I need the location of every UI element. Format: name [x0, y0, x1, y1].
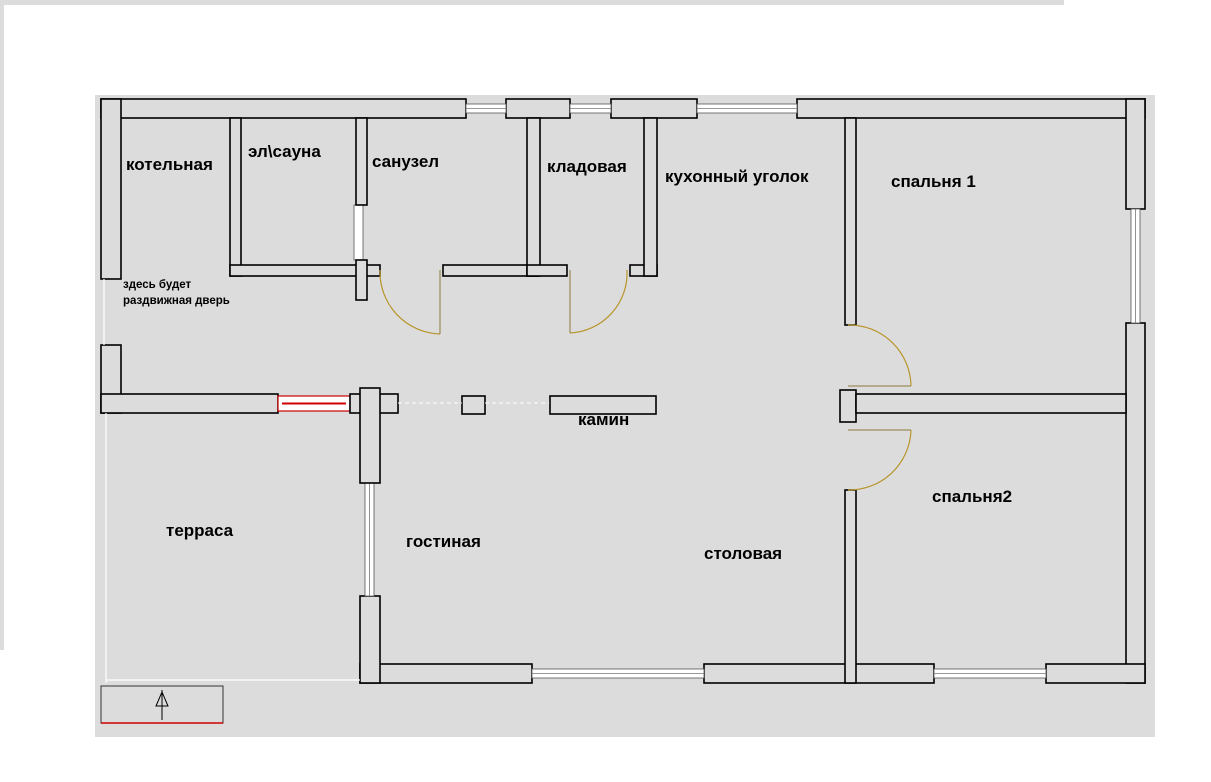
room-label-dining-room: столовая	[704, 544, 783, 563]
wall-living-left-lower	[359, 595, 381, 684]
wall-boiler-sauna	[229, 117, 242, 277]
sliding-door-note-line2: раздвижная дверь	[123, 295, 230, 307]
wall-terrace-living-post	[359, 387, 381, 484]
sliding-door-note-line1: здесь будет	[123, 279, 192, 291]
room-label-bathroom: санузел	[372, 152, 440, 171]
wall-sauna-bath-bottom	[355, 259, 368, 301]
wall-bath-pantry	[526, 117, 541, 277]
windows	[353, 103, 1141, 679]
terrace-outline	[100, 279, 360, 724]
room-label-terrace: терраса	[166, 521, 234, 540]
room-label-kitchen-corner: кухонный уголок	[665, 167, 809, 186]
room-label-pantry: кладовая	[547, 157, 627, 176]
room-label-boiler-room: котельная	[126, 155, 213, 174]
wall-bedrooms-divider	[855, 393, 1127, 414]
interior-walls-middle	[100, 387, 1127, 684]
wall-bottom-right	[1045, 663, 1146, 684]
wall-top-left	[100, 98, 467, 119]
interior-walls-upper	[229, 117, 857, 326]
wall-bedroom2-left	[844, 489, 857, 684]
door-bedroom2-swing	[847, 429, 912, 491]
door-bathroom-swing	[379, 269, 441, 335]
wall-sauna-bath-top	[355, 117, 368, 206]
entrance-arrow-icon	[155, 690, 169, 707]
wall-right-lower	[1125, 322, 1146, 684]
wall-left-upper	[100, 98, 122, 280]
wall-pantry-bottom-left	[526, 264, 568, 277]
wall-top-right	[796, 98, 1146, 119]
column-post	[461, 395, 486, 415]
left-border-line	[0, 0, 4, 650]
room-label-fireplace: камин	[578, 410, 630, 429]
plan-background	[95, 95, 1155, 737]
wall-bedroom1-left	[844, 117, 857, 326]
fireplace-block	[549, 395, 657, 415]
doors	[379, 269, 912, 491]
room-label-sauna: эл\сауна	[248, 142, 321, 161]
room-label-living-room: гостиная	[406, 532, 481, 551]
door-bedroom1-swing	[847, 324, 912, 387]
wall-right-upper	[1125, 98, 1146, 210]
wall-bath-bottom	[442, 264, 539, 277]
wall-bedroom-post	[839, 389, 857, 423]
wall-top-mid2	[610, 98, 698, 119]
wall-bottom-mid	[703, 663, 935, 684]
door-pantry-swing	[569, 269, 628, 334]
wall-pantry-kitchen	[643, 117, 658, 277]
outer-walls	[100, 98, 1146, 684]
window-bath-partition	[353, 204, 364, 261]
room-label-bedroom-2: спальня2	[932, 487, 1013, 506]
wall-terrace-top	[100, 393, 279, 414]
top-border-line	[0, 0, 1064, 5]
wall-top-mid1	[505, 98, 571, 119]
wall-bottom-left	[359, 663, 533, 684]
room-label-bedroom-1: спальня 1	[891, 172, 976, 191]
